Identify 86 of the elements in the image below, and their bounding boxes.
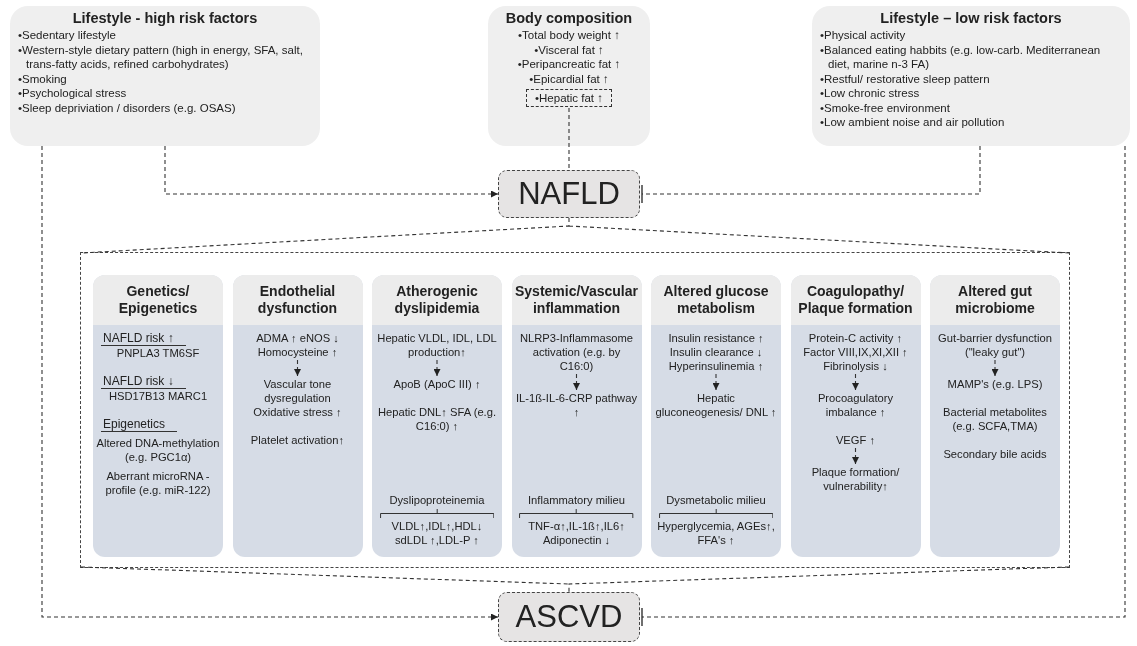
column-heading: Altered gut microbiome xyxy=(930,275,1060,325)
column-text: Platelet activation↑ xyxy=(249,433,346,447)
arrow xyxy=(573,373,580,391)
dashed-container xyxy=(80,252,1070,568)
column-text: Altered DNA-methylation (e.g. PGC1α) xyxy=(95,436,221,464)
column-text: Insulin resistance ↑ Insulin clearance ↓ Hyperinsulinemia ↑ xyxy=(651,331,781,373)
category-column xyxy=(930,275,1060,557)
bullet-item: •Psychological stress xyxy=(18,86,128,101)
column-text: Hepatic gluconeogenesis/ DNL ↑ xyxy=(651,391,781,419)
inhibition-line xyxy=(641,145,981,204)
bullet-item: •Balanced eating habbits (e.g. low-carb. Mediterranean diet, marine n-3 FA) xyxy=(820,42,1102,72)
bullet-item: •Western-style dietary pattern (high in energy, SFA, salt, trans-fatty acids, refined carbohydrates) xyxy=(18,42,304,72)
column-text: Gut-barrier dysfunction ("leaky gut") xyxy=(930,331,1060,359)
category-column xyxy=(511,275,642,557)
arrow xyxy=(433,359,441,377)
arrow xyxy=(164,145,499,198)
column-text: Aberrant microRNA -profile (e.g. miR-122) xyxy=(104,469,212,497)
card-heading: Lifestyle - high risk factors xyxy=(71,10,259,26)
column-text: ADMA ↑ eNOS ↓ Homocysteine ↑ xyxy=(232,331,363,359)
column-text: Dyslipoproteinemia xyxy=(388,493,486,507)
info-card xyxy=(812,6,1130,146)
inhibition-line xyxy=(641,145,1126,627)
column-text: Bacterial metabolites (e.g. SCFA,TMA) xyxy=(942,405,1048,433)
category-column xyxy=(651,275,781,557)
connector-line xyxy=(80,566,1070,593)
bullet-item: •Sedentary lifestyle xyxy=(18,28,117,43)
bullet-item: •Smoking xyxy=(18,71,68,86)
subheading: NAFLD risk ↓ xyxy=(101,374,186,389)
category-column xyxy=(93,275,223,557)
column-text: Procoagulatory imbalance ↑ xyxy=(790,391,921,419)
info-card xyxy=(488,6,650,146)
column-text: Protein-C activity ↑ Factor VIII,IX,XI,XII ↑ Fibrinolysis ↓ xyxy=(790,331,921,373)
bullet-item: •Smoke-free environment xyxy=(820,100,951,115)
column-text: Plaque formation/ vulnerability↑ xyxy=(790,465,921,493)
bullet-item: •Total body weight ↑ xyxy=(517,28,621,43)
info-card xyxy=(10,6,320,146)
column-heading: Genetics/ Epigenetics xyxy=(93,275,223,325)
column-text: PNPLA3 TM6SF xyxy=(115,346,201,360)
column-text: MAMP's (e.g. LPS) xyxy=(930,377,1060,391)
category-column xyxy=(232,275,363,557)
column-heading: Altered glucose metabolism xyxy=(651,275,781,325)
arrow xyxy=(852,373,859,391)
connector-line xyxy=(568,107,570,170)
column-text: Secondary bile acids xyxy=(942,447,1048,461)
column-text: IL-1ß-IL-6-CRP pathway ↑ xyxy=(511,391,642,419)
card-heading: Lifestyle – low risk factors xyxy=(879,10,1063,26)
column-text: Vascular tone dysregulation xyxy=(232,377,363,405)
column-text: Inflammatory milieu xyxy=(527,493,626,507)
column-text: Hepatic VLDL, IDL, LDL production↑ xyxy=(372,331,502,359)
column-text: VLDL↑,IDL↑,HDL↓ sdLDL ↑,LDL-P ↑ xyxy=(390,519,484,547)
bullet-item: •Low ambient noise and air pollution xyxy=(820,115,1006,130)
outcome-label: NAFLD xyxy=(518,176,620,212)
column-text: Hyperglycemia, AGEs↑, FFA's ↑ xyxy=(656,519,776,547)
arrow xyxy=(852,447,859,465)
dashed-box: •Hepatic fat ↑ xyxy=(526,89,612,107)
category-column xyxy=(790,275,921,557)
bullet-item: •Restful/ restorative sleep pattern xyxy=(820,71,991,86)
category-column xyxy=(372,275,502,557)
column-text: Dysmetabolic milieu xyxy=(665,493,767,507)
bullet-item: •Visceral fat ↑ xyxy=(533,42,605,57)
column-text: ApoB (ApoC III) ↑ xyxy=(372,377,502,391)
column-text: VEGF ↑ xyxy=(790,433,921,447)
outcome-label: ASCVD xyxy=(515,599,623,635)
column-text: HSD17B13 MARC1 xyxy=(107,389,209,403)
bullet-item: •Epicardial fat ↑ xyxy=(528,71,610,86)
column-text: Oxidative stress ↑ xyxy=(252,405,343,419)
column-heading: Systemic/Vascular inflammation xyxy=(511,275,642,325)
arrow xyxy=(41,145,499,621)
outcome-box xyxy=(498,170,640,218)
column-text: NLRP3-Inflammasome activation (e.g. by C16:0) xyxy=(511,331,642,373)
bullet-item: •Sleep depriviation / disorders (e.g. OSAS) xyxy=(18,100,237,115)
subheading: Epigenetics xyxy=(101,417,178,432)
column-heading: Endothelial dysfunction xyxy=(232,275,363,325)
column-text: Hepatic DNL↑ SFA (e.g. C16:0) ↑ xyxy=(376,405,498,433)
bullet-item: •Peripancreatic fat ↑ xyxy=(516,57,622,72)
column-text: TNF-α↑,IL-1ß↑,IL6↑ Adiponectin ↓ xyxy=(527,519,626,547)
outcome-box xyxy=(498,592,640,642)
column-heading: Coagulopathy/ Plaque formation xyxy=(790,275,921,325)
subheading: NAFLD risk ↑ xyxy=(101,331,186,346)
arrow xyxy=(712,373,720,391)
bullet-item: •Low chronic stress xyxy=(820,86,921,101)
card-heading: Body composition xyxy=(504,10,634,26)
arrow xyxy=(294,359,301,377)
bullet-item: •Physical activity xyxy=(820,28,907,43)
arrow xyxy=(991,359,999,377)
column-heading: Atherogenic dyslipidemia xyxy=(372,275,502,325)
